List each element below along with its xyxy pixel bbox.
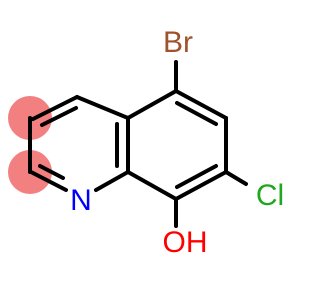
bond-c5-c6-inner xyxy=(175,101,218,126)
molecule-structure: Br Cl OH N xyxy=(8,26,284,259)
bond-c4a-c5 xyxy=(126,89,178,120)
bond-c5-c6 xyxy=(174,89,228,120)
bond-c4a-c4 xyxy=(75,95,130,120)
chlorine-label: Cl xyxy=(256,179,284,212)
bromine-label: Br xyxy=(163,26,193,59)
hydroxyl-label: OH xyxy=(163,226,208,259)
bond-n1-c8a xyxy=(94,170,130,192)
bond-c2-n1 xyxy=(29,170,68,192)
bond-c4-c3-inner xyxy=(40,106,78,127)
bond-c8-c8a xyxy=(126,170,178,201)
nitrogen-label: N xyxy=(70,184,92,217)
bond-c2-n1-inner xyxy=(38,164,65,180)
bond-c4-c3 xyxy=(31,95,79,121)
bonds xyxy=(28,60,248,228)
bond-c7-c8-inner xyxy=(175,164,218,189)
bond-c7-c8 xyxy=(174,170,228,201)
bond-c7-cl xyxy=(224,170,248,186)
